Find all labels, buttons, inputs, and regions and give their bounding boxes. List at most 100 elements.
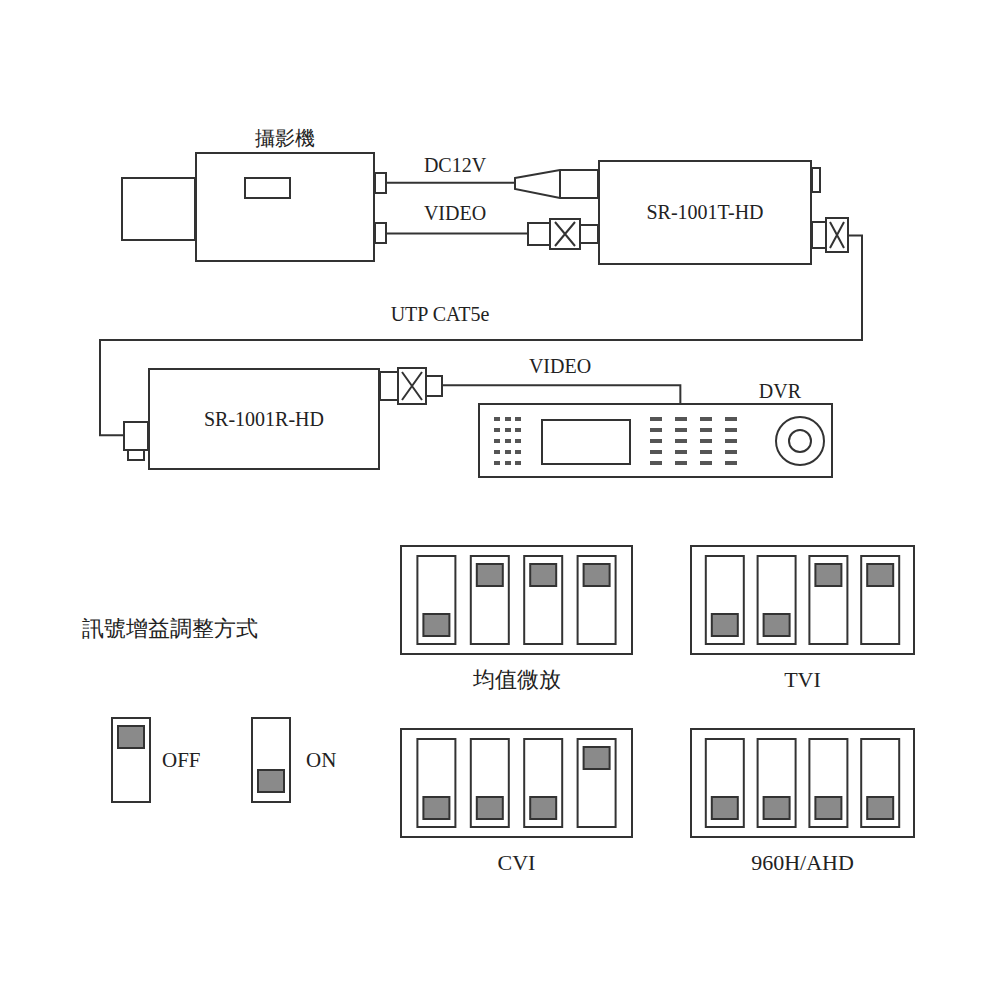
- dvr-button: [515, 450, 521, 454]
- switch-knob: [815, 564, 841, 586]
- receiver-box: SR-1001R-HD: [148, 368, 380, 470]
- switch-state-label: ON: [306, 748, 336, 773]
- dvr-screen: [542, 420, 630, 464]
- dvr-button: [700, 439, 712, 443]
- switch-knob: [477, 564, 503, 586]
- dvr-button: [700, 428, 712, 432]
- dip-switches: [692, 730, 913, 836]
- switch-knob: [815, 797, 841, 819]
- dip-switch: [524, 739, 562, 827]
- cable-label: DC12V: [420, 154, 490, 177]
- switch-knob: [712, 797, 738, 819]
- power-jack: [375, 173, 386, 193]
- dvr-button: [650, 450, 662, 454]
- switch-knob: [423, 614, 449, 636]
- switch-sample-off: [112, 718, 150, 802]
- dip-switch: [706, 739, 744, 827]
- caption: CVI: [402, 850, 631, 875]
- dip-switch-group: TVI: [690, 545, 915, 655]
- dvr-button: [650, 428, 662, 432]
- dvr-button: [675, 439, 687, 443]
- dvr-button: [494, 450, 500, 454]
- dvr-button: [494, 428, 500, 432]
- camera-body: 攝影機: [195, 152, 375, 262]
- dvr-button: [505, 439, 511, 443]
- dvr-box: DVR: [478, 403, 833, 478]
- cable-line: [100, 236, 862, 436]
- dvr-button: [675, 428, 687, 432]
- dc-plug-ring: [559, 170, 561, 198]
- switch-knob: [584, 747, 610, 769]
- bnc-connector: [812, 218, 848, 252]
- dvr-button: [650, 461, 662, 465]
- dip-switch: [524, 556, 562, 644]
- switch-knob: [867, 564, 893, 586]
- cable-label: VIDEO: [525, 355, 595, 378]
- dvr-button: [700, 417, 712, 421]
- transmitter-box: SR-1001T-HD: [598, 160, 812, 265]
- dip-switches: [402, 730, 631, 836]
- switch-knob: [530, 564, 556, 586]
- cable-label: UTP CAT5e: [387, 303, 494, 326]
- dvr-button: [494, 461, 500, 465]
- box-label: SR-1001R-HD: [204, 408, 324, 431]
- dip-switch: [861, 739, 899, 827]
- dvr-button: [675, 417, 687, 421]
- dip-switch: [417, 739, 455, 827]
- switch-knob: [530, 797, 556, 819]
- caption: 960H/AHD: [692, 850, 913, 875]
- box-label: SR-1001T-HD: [646, 201, 763, 224]
- switch-knob: [764, 797, 790, 819]
- dvr-button: [494, 439, 500, 443]
- dvr-button: [725, 450, 737, 454]
- status-tab: [812, 168, 820, 192]
- dvr-button: [515, 461, 521, 465]
- dip-switch: [706, 556, 744, 644]
- dvr-buttons: [494, 417, 737, 465]
- dip-switches: [402, 547, 631, 653]
- video-jack: [375, 223, 386, 243]
- dvr-button: [515, 439, 521, 443]
- dvr-dial: [776, 417, 824, 465]
- dvr-button: [725, 417, 737, 421]
- gain-setting-title: 訊號增益調整方式: [82, 614, 258, 644]
- dip-switch: [471, 556, 509, 644]
- dvr-button: [675, 450, 687, 454]
- dip-switch: [417, 556, 455, 644]
- dvr-button: [505, 450, 511, 454]
- dip-switch: [809, 739, 847, 827]
- camera-lens: [122, 178, 195, 240]
- switch-knob: [712, 614, 738, 636]
- switch-knob: [867, 797, 893, 819]
- bnc-connector: [528, 219, 598, 249]
- dvr-button: [725, 461, 737, 465]
- dvr-button: [515, 417, 521, 421]
- dvr-button: [515, 428, 521, 432]
- switch-state-label: OFF: [162, 748, 201, 773]
- dc-plug: [515, 170, 598, 198]
- dvr-button: [650, 439, 662, 443]
- dvr-button: [505, 461, 511, 465]
- caption: 攝影機: [197, 127, 373, 150]
- cable-label: VIDEO: [420, 202, 490, 225]
- dip-switch: [471, 739, 509, 827]
- dip-switch-group: 均值微放: [400, 545, 633, 655]
- switch-knob: [118, 726, 144, 748]
- dvr-button: [725, 439, 737, 443]
- switch-knob: [764, 614, 790, 636]
- switch-knob: [584, 564, 610, 586]
- switch-knob: [477, 797, 503, 819]
- dvr-button: [650, 417, 662, 421]
- camera-window: [245, 178, 290, 198]
- dvr-button: [725, 428, 737, 432]
- caption: 均值微放: [402, 667, 631, 692]
- dvr-button: [700, 461, 712, 465]
- dip-switch: [758, 739, 796, 827]
- dvr-dial-center: [789, 430, 811, 452]
- dip-switch-group: CVI: [400, 728, 633, 838]
- caption: TVI: [692, 667, 913, 692]
- switch-knob: [423, 797, 449, 819]
- dvr-button: [505, 417, 511, 421]
- dip-switches: [692, 547, 913, 653]
- dvr-button: [505, 428, 511, 432]
